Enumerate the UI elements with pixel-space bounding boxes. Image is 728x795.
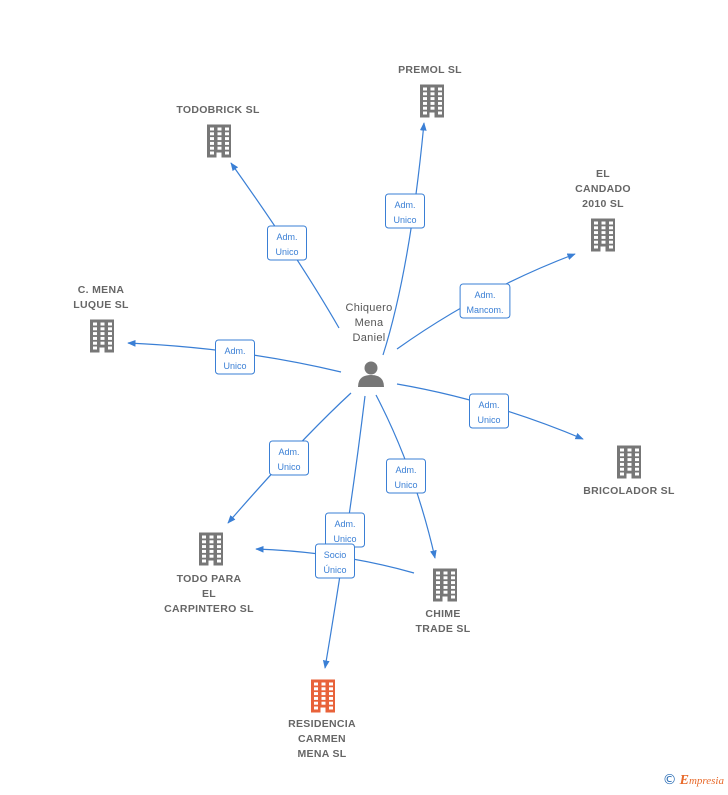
relation-label-person-bricolador[interactable]: Adm. Unico (469, 393, 509, 429)
person-name: Daniel (353, 332, 386, 344)
relation-label-text: Único (323, 565, 346, 575)
relation-label-text: Adm. (394, 200, 415, 210)
company-name: TRADE SL (416, 623, 471, 635)
relation-label-person-cmena[interactable]: Adm. Unico (215, 339, 255, 375)
company-name: CARMEN (298, 733, 346, 745)
relation-label-person-chime[interactable]: Adm. Unico (386, 458, 426, 494)
company-name: TODO PARA (177, 573, 242, 585)
relation-label-person-residencia[interactable]: Adm. Unico (325, 512, 365, 548)
relation-label-text: Adm. (276, 232, 297, 242)
relation-label-text: Unico (477, 415, 500, 425)
relation-label-text: Unico (277, 462, 300, 472)
company-node-todobrick[interactable]: TODOBRICK SL (176, 104, 260, 158)
company-name: RESIDENCIA (288, 718, 356, 730)
company-node-cmena[interactable]: C. MENA LUQUE SL (73, 284, 129, 353)
brand-initial: E (679, 773, 689, 788)
company-node-chime[interactable]: CHIME TRADE SL (416, 568, 471, 636)
company-name: MENA SL (298, 748, 347, 760)
relation-label-text: Adm. (478, 400, 499, 410)
relation-label-text: Adm. (395, 465, 416, 475)
building-icon (207, 124, 231, 158)
building-icon (420, 84, 444, 118)
building-icon (617, 445, 641, 479)
edges-layer (127, 122, 584, 669)
relation-label-box (385, 193, 425, 229)
brand-footer[interactable]: ©Empresia (663, 772, 724, 789)
brand-name: mpresia (688, 775, 724, 787)
relation-label-text: Unico (394, 480, 417, 490)
relation-label-text: Adm. (334, 519, 355, 529)
person-name: Mena (355, 317, 384, 329)
relation-label-person-todobrick[interactable]: Adm. Unico (267, 225, 307, 261)
copyright-symbol: © (662, 772, 677, 788)
building-icon (311, 679, 335, 713)
company-name: CHIME (425, 608, 460, 620)
relation-label-text: Unico (223, 361, 246, 371)
relation-label-box (459, 283, 511, 319)
relation-label-text: Adm. (474, 290, 495, 300)
company-name: TODOBRICK SL (176, 104, 260, 116)
relation-label-box (267, 225, 307, 261)
relation-label-person-elcandado[interactable]: Adm. Mancom. (459, 283, 511, 319)
relation-label-text: Adm. (278, 447, 299, 457)
person-icon (358, 361, 384, 387)
company-name: BRICOLADOR SL (583, 485, 675, 497)
company-node-elcandado[interactable]: EL CANDADO 2010 SL (575, 168, 631, 252)
company-name: PREMOL SL (398, 64, 462, 76)
relation-label-box (315, 543, 355, 579)
relation-label-text: Unico (333, 534, 356, 544)
company-name: CANDADO (575, 183, 631, 195)
relation-label-text: Unico (275, 247, 298, 257)
company-node-bricolador[interactable]: BRICOLADOR SL (583, 445, 675, 498)
relation-label-text: Unico (393, 215, 416, 225)
company-name: EL (596, 168, 610, 180)
relation-label-box (215, 339, 255, 375)
company-node-residencia[interactable]: RESIDENCIA CARMEN MENA SL (288, 679, 356, 761)
relation-label-box (386, 458, 426, 494)
building-icon (199, 532, 223, 566)
edge-person-premol (382, 122, 427, 356)
company-name: LUQUE SL (73, 299, 129, 311)
company-name: CARPINTERO SL (164, 603, 254, 615)
company-node-premol[interactable]: PREMOL SL (398, 64, 462, 118)
company-name: C. MENA (78, 284, 125, 296)
building-icon (433, 568, 457, 602)
relation-label-person-premol[interactable]: Adm. Unico (385, 193, 425, 229)
relation-label-text: Adm. (224, 346, 245, 356)
company-node-todopara[interactable]: TODO PARA EL CARPINTERO SL (164, 532, 254, 616)
relation-label-box (469, 393, 509, 429)
relation-label-text: Mancom. (466, 305, 503, 315)
company-name: 2010 SL (582, 198, 624, 210)
building-icon (591, 218, 615, 252)
person-name: Chiquero (345, 302, 392, 314)
building-icon (90, 319, 114, 353)
relation-label-person-todopara[interactable]: Adm. Unico (269, 440, 309, 476)
edge-labels-layer: Adm.UnicoAdm.UnicoAdm.Mancom.Adm.UnicoAd… (215, 193, 511, 579)
relation-label-box (269, 440, 309, 476)
company-name: EL (202, 588, 216, 600)
relation-label-text: Socio (324, 550, 347, 560)
